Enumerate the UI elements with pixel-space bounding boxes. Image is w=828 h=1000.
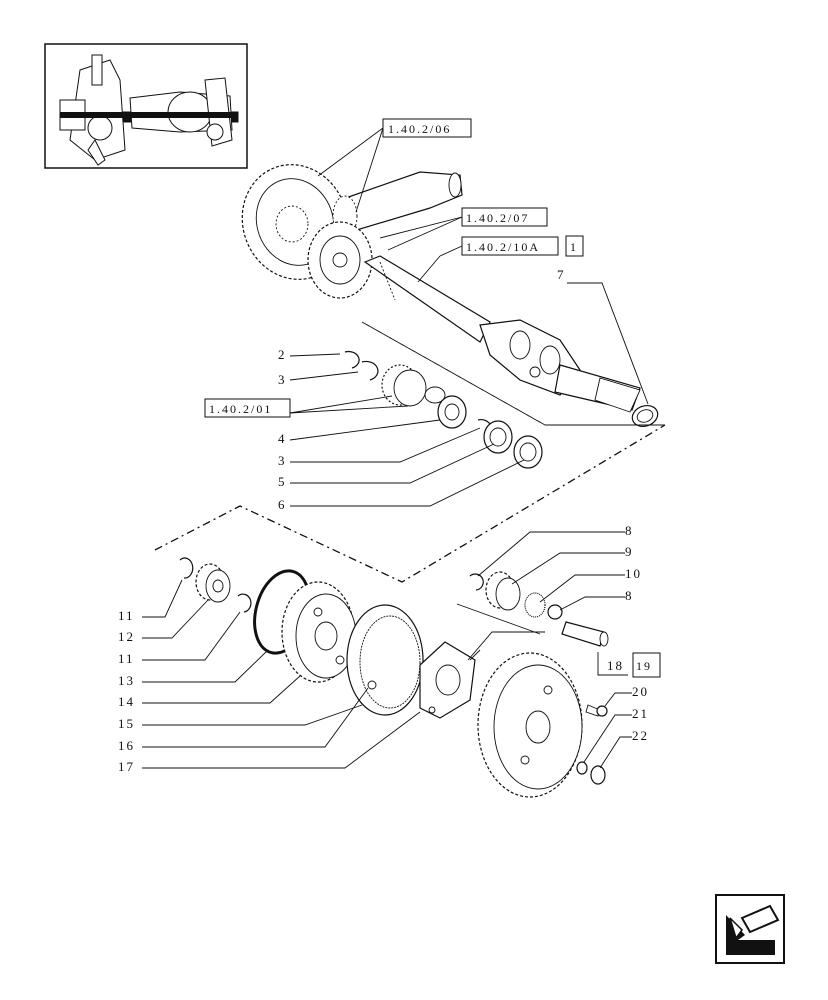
part-5-ring bbox=[483, 420, 513, 454]
svg-text:19: 19 bbox=[636, 659, 652, 673]
callout-3-upper: 3 bbox=[278, 372, 287, 387]
svg-text:1.40.2/01: 1.40.2/01 bbox=[209, 402, 272, 416]
svg-text:1: 1 bbox=[570, 240, 578, 254]
part-14-planet-carrier bbox=[281, 581, 357, 683]
reference-badge-1[interactable]: 1 bbox=[565, 235, 584, 257]
callout-2: 2 bbox=[278, 347, 287, 362]
callout-13: 13 bbox=[118, 673, 135, 688]
part-4-bearing bbox=[437, 395, 467, 429]
callout-6: 6 bbox=[278, 497, 287, 512]
callout-14: 14 bbox=[118, 694, 135, 709]
reference-1-40-2-07[interactable]: 1.40.2/07 bbox=[461, 207, 548, 227]
callout-11-upper: 11 bbox=[118, 608, 135, 623]
callout-20: 20 bbox=[632, 684, 649, 699]
reference-1-40-2-10a[interactable]: 1.40.2/10A bbox=[461, 236, 559, 256]
callout-5: 5 bbox=[278, 474, 287, 489]
svg-text:1.40.2/06: 1.40.2/06 bbox=[388, 122, 451, 136]
callout-8-lower: 8 bbox=[625, 588, 634, 603]
svg-text:1.40.2/10A: 1.40.2/10A bbox=[466, 240, 540, 254]
callout-15: 15 bbox=[118, 716, 135, 731]
part-22-plug bbox=[590, 765, 606, 785]
differential-case bbox=[307, 221, 373, 299]
callout-4: 4 bbox=[278, 431, 287, 446]
part-7-ring bbox=[631, 405, 659, 427]
callout-7: 7 bbox=[557, 267, 566, 282]
part-18-pin bbox=[561, 621, 609, 647]
axle-assembly-thumbnail[interactable] bbox=[44, 43, 248, 169]
part-2-snap-ring bbox=[344, 350, 360, 369]
callout-11-lower: 11 bbox=[118, 651, 135, 666]
callout-10: 10 bbox=[625, 566, 642, 581]
part-12-gear bbox=[195, 563, 231, 603]
callout-9: 9 bbox=[625, 544, 634, 559]
callout-12: 12 bbox=[118, 629, 135, 644]
group-outline-upper bbox=[361, 321, 665, 426]
callout-8-upper: 8 bbox=[625, 523, 634, 538]
reference-badge-19[interactable]: 19 bbox=[632, 652, 661, 678]
output-shaft bbox=[554, 364, 641, 413]
part-21-washer bbox=[576, 761, 588, 775]
part-6-ring bbox=[513, 435, 543, 469]
axle-shaft bbox=[363, 255, 491, 343]
bearing-assembly bbox=[381, 364, 446, 407]
planetary-cover bbox=[477, 652, 583, 798]
reference-1-40-2-06[interactable]: 1.40.2/06 bbox=[382, 118, 472, 138]
group-outline-dashed bbox=[154, 424, 666, 583]
callout-3-lower: 3 bbox=[278, 453, 287, 468]
part-17-gasket bbox=[419, 641, 476, 719]
part-20-bolt bbox=[585, 704, 608, 717]
part-8-snap-ring-upper bbox=[469, 573, 484, 591]
svg-text:1.40.2/07: 1.40.2/07 bbox=[466, 211, 529, 225]
part-3-snap-ring-upper bbox=[361, 360, 379, 381]
next-page-arrow-icon[interactable] bbox=[715, 894, 785, 964]
reference-1-40-2-01[interactable]: 1.40.2/01 bbox=[204, 398, 291, 418]
part-10-needle-bearing bbox=[524, 592, 546, 618]
part-9-gear bbox=[485, 571, 521, 611]
callout-21: 21 bbox=[632, 706, 649, 721]
part-15-ring-gear bbox=[346, 604, 424, 716]
callout-18: 18 bbox=[607, 658, 624, 673]
part-11-snap-ring-lower bbox=[237, 593, 252, 613]
part-11-snap-ring-upper bbox=[179, 557, 194, 579]
callout-17: 17 bbox=[118, 759, 135, 774]
callout-16: 16 bbox=[118, 738, 135, 753]
universal-joint bbox=[479, 319, 581, 396]
callout-22: 22 bbox=[632, 728, 649, 743]
part-8-snap-ring-lower bbox=[547, 604, 563, 620]
